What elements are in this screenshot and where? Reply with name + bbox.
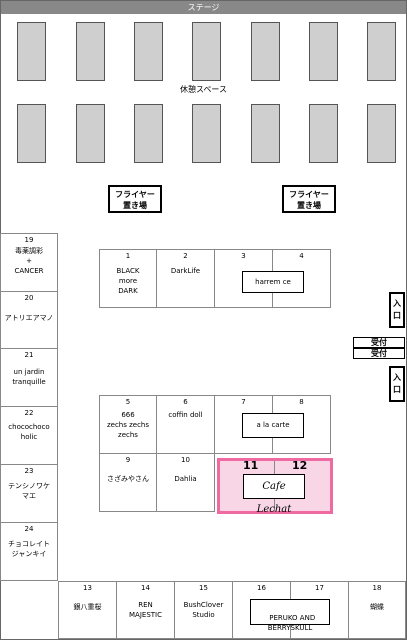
booth-23[interactable]: 23 テンシノワケ マエ [0,464,58,523]
rest-seat [251,104,280,163]
reception-1: 受付 [353,337,405,348]
rest-seat [367,22,396,81]
rest-seat [76,22,105,81]
booth-3-4-sign[interactable]: harrem ce [242,271,304,293]
rest-seat [192,22,221,81]
booth-21[interactable]: 21 un jardin tranquille [0,348,58,407]
rest-seat [76,104,105,163]
booth-6[interactable]: 6 coffin doll [156,395,215,454]
rest-seat [17,22,46,81]
booth-10[interactable]: 10 Dahlia [156,453,215,512]
rest-seat [192,104,221,163]
booth-18[interactable]: 18 蝴蝶 [348,581,406,639]
booth-15[interactable]: 15 BushClover Studio [174,581,233,639]
booth-5[interactable]: 5 666 zechs zechs zechs [99,395,157,454]
rest-seat [134,104,163,163]
booth-22[interactable]: 22 chocochoco holic [0,406,58,465]
rest-seat [17,104,46,163]
rest-seat [309,22,338,81]
booth-11-number: 11 [243,459,259,472]
rest-seat [134,22,163,81]
booth-2[interactable]: 2 DarkLife [156,249,215,308]
booth-13[interactable]: 13 銀八重桜 [58,581,117,639]
rest-space-label: 休憩スペース [179,85,228,94]
booth-7-8-sign[interactable]: a la carte [242,413,304,438]
rest-seat [309,104,338,163]
booth-1[interactable]: 1 BLACK more DARK [99,249,157,308]
booth-20[interactable]: 20 アトリエアマノ [0,291,58,349]
entrance-top[interactable]: 入 口 [389,292,405,328]
booth-14[interactable]: 14 REN MAJESTIC [116,581,175,639]
rest-seat [367,104,396,163]
flyer-area-right: フライヤー 置き場 [282,185,336,213]
flyer-area-left: フライヤー 置き場 [108,185,162,213]
booth-9[interactable]: 9 さざみやさん [99,453,157,512]
booth-11-12-sign[interactable]: Cafe Lechat [243,474,305,515]
rest-seat [251,22,280,81]
booth-19[interactable]: 19 毒薬調彩 + CANCER [0,233,58,292]
entrance-bottom[interactable]: 入 口 [389,366,405,402]
booth-24[interactable]: 24 チョコレイト ジャンキイ [0,522,58,581]
stage-banner: ステージ [1,1,406,14]
reception-2: 受付 [353,348,405,359]
booth-16-17-sign[interactable]: PERUKO AND BERRYSKULL [250,599,330,632]
booth-12-number: 12 [292,459,308,472]
